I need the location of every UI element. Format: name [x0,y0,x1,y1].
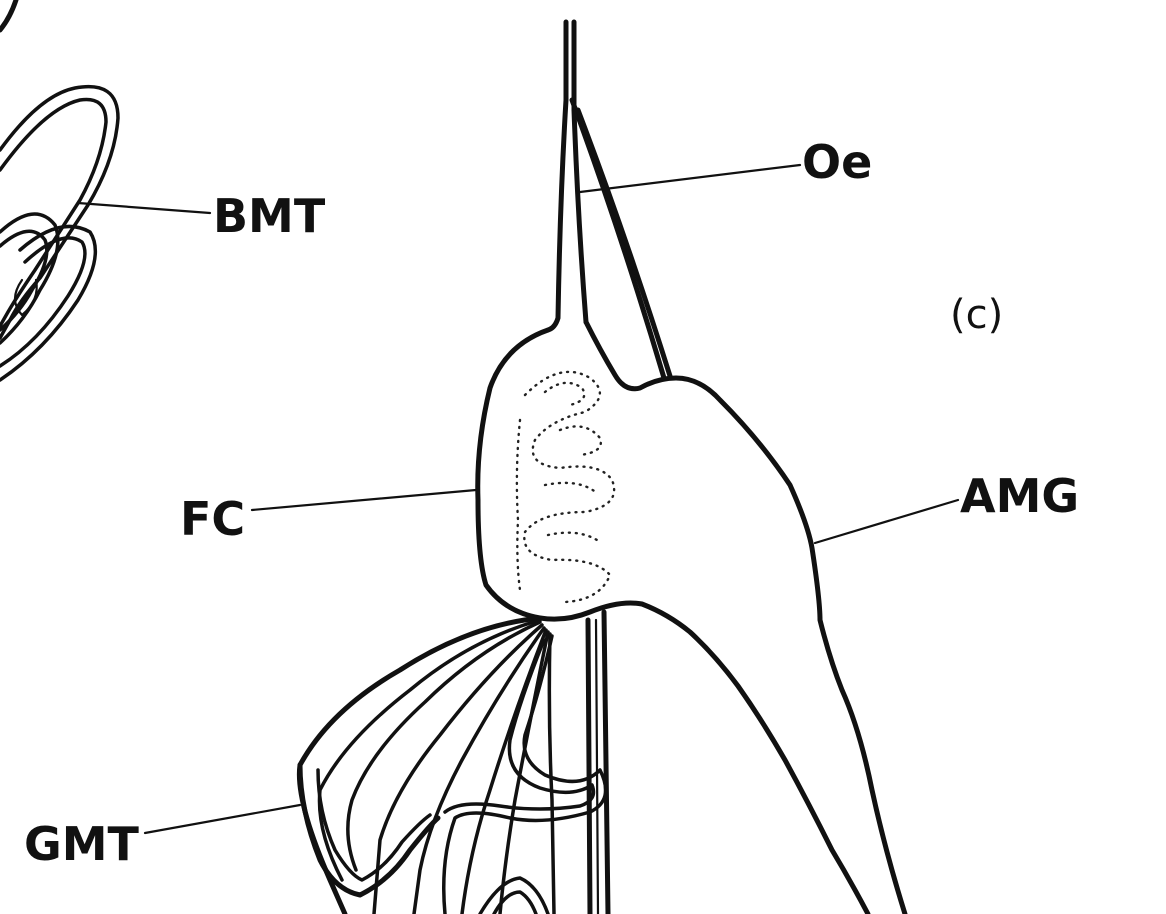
label-gmt: GMT [24,817,140,871]
gmt-tubules [296,615,608,914]
leader-gmt [143,803,302,835]
panel-label: (c) [950,292,1003,338]
bmt-tubule [0,84,120,382]
leader-oe [578,163,802,194]
label-fc: FC [180,492,245,546]
leader-amg [813,498,960,545]
leader-bmt [76,201,212,215]
oesophagus [545,19,673,381]
label-oe: Oe [802,135,872,189]
leader-fc [250,488,478,512]
gut-body [475,319,908,914]
label-bmt: BMT [213,189,326,243]
fc-coils [523,370,616,604]
label-amg: AMG [960,469,1079,523]
leader-lines [76,163,960,835]
hindgut [585,609,611,914]
corner-stroke [0,0,19,33]
